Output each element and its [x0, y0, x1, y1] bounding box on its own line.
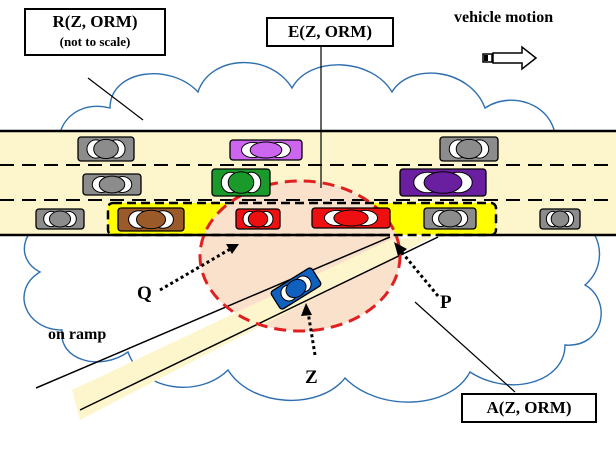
on-ramp-edge-upper [35, 236, 391, 389]
car-red-small [235, 208, 281, 230]
z-arrowhead [301, 303, 312, 316]
p-label: P [440, 292, 452, 313]
car-gray-5 [423, 207, 477, 230]
cloud-region-r [23, 61, 602, 403]
z-arrow [306, 311, 317, 356]
a-region-label: A(Z, ORM) [461, 393, 597, 423]
car-green [211, 168, 271, 197]
car-gray-3 [439, 136, 499, 162]
p-arrowhead [394, 242, 407, 256]
car-gray-6 [539, 208, 581, 230]
z-label: Z [305, 367, 318, 388]
r-region-label: R(Z, ORM) (not to scale) [24, 8, 166, 56]
motion-arrow-icon [482, 45, 538, 71]
region-e-outline [198, 179, 402, 333]
merge-zone-box [106, 201, 498, 237]
car-purple-dark [399, 168, 487, 197]
car-gray-1 [77, 136, 135, 162]
car-red-large [311, 207, 391, 229]
cars-layer [35, 136, 581, 310]
r-label-pointer [87, 77, 144, 121]
r-title: R(Z, ORM) [52, 12, 138, 31]
r-note: (not to scale) [59, 34, 131, 49]
q-arrow [159, 246, 233, 292]
motion-label: vehicle motion [454, 9, 554, 26]
e-region-label: E(Z, ORM) [266, 17, 394, 47]
q-label: Q [137, 283, 152, 304]
q-arrowhead [226, 244, 239, 254]
p-arrow [398, 249, 440, 297]
car-blue-z [270, 267, 322, 310]
car-purple-light [229, 139, 303, 161]
car-brown [117, 207, 185, 232]
a-label-pointer [414, 301, 516, 393]
on-ramp-label: on ramp [48, 326, 107, 343]
car-gray-2 [82, 173, 142, 196]
car-gray-4 [35, 208, 85, 230]
